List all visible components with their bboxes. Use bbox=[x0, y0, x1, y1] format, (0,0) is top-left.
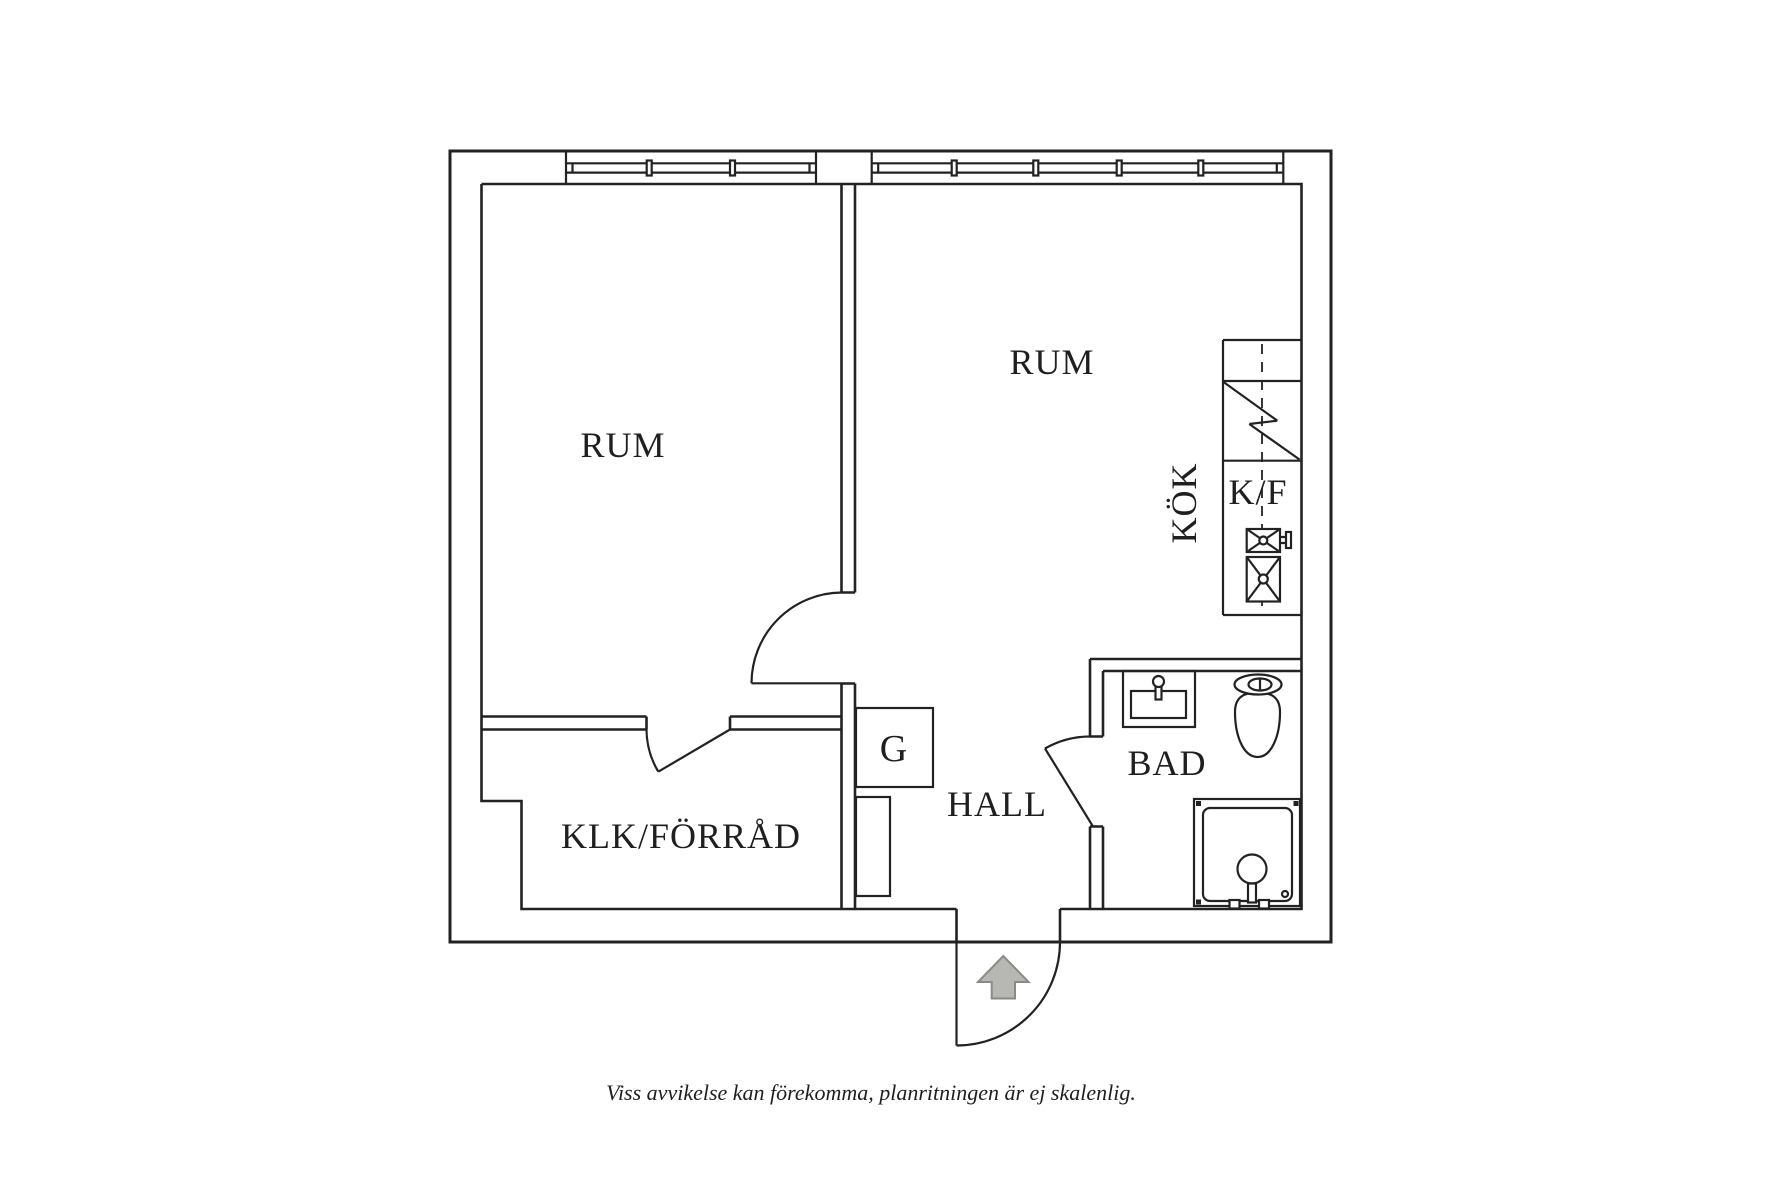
window-right-mullion-2 bbox=[1032, 159, 1040, 177]
storage-wall-lines bbox=[481, 715, 842, 731]
bathroom-fixtures bbox=[1121, 669, 1302, 910]
door-storage-leaf bbox=[657, 728, 731, 773]
window-right-mullion-4 bbox=[1197, 159, 1205, 177]
inner-wall-edges bbox=[480, 182, 1303, 911]
window-right-mullion-3 bbox=[1115, 159, 1123, 177]
label-fridge-freezer: K/F bbox=[1228, 472, 1287, 512]
door-between-rooms bbox=[750, 591, 842, 685]
outer-walls bbox=[448, 149, 1333, 944]
window-left-mullion-1 bbox=[645, 159, 653, 177]
hall-niche bbox=[854, 795, 892, 898]
window-right-end-frames bbox=[870, 151, 1285, 184]
shower-mixer bbox=[1236, 853, 1268, 885]
window-left-glazing bbox=[566, 162, 816, 174]
shower-tray-outer bbox=[1192, 797, 1302, 908]
entrance-jambs bbox=[955, 909, 1062, 942]
washbasin-tap bbox=[1151, 674, 1166, 689]
fridge-connector-cap bbox=[1284, 530, 1293, 550]
window-left-end-caps bbox=[571, 163, 811, 173]
window-left bbox=[564, 151, 818, 184]
room-labels: RUM RUM KÖK K/F BAD HALL G KLK/FÖRRÅD bbox=[561, 342, 1287, 856]
door-bathroom-leaf bbox=[1044, 747, 1094, 828]
shower-drain-dot bbox=[1280, 889, 1290, 899]
shower-handle-left bbox=[1228, 898, 1241, 910]
entrance-door bbox=[955, 909, 1062, 1047]
kitchen-counter bbox=[1221, 338, 1302, 617]
toilet-icon bbox=[1233, 673, 1283, 759]
window-left-end-frames bbox=[564, 151, 818, 184]
washbasin-counter bbox=[1121, 669, 1197, 729]
shower-icon bbox=[1192, 797, 1302, 910]
shower-corner-dot-3 bbox=[1196, 899, 1201, 905]
storage-top-wall bbox=[481, 715, 842, 731]
window-right-mullion-1 bbox=[950, 159, 958, 177]
door-bathroom bbox=[1044, 735, 1094, 828]
toilet-bowl bbox=[1233, 691, 1282, 759]
divider-wall-upper bbox=[840, 184, 857, 594]
wardrobe-box bbox=[854, 706, 935, 789]
window-left-mullion-2 bbox=[728, 159, 737, 177]
window-right bbox=[870, 151, 1285, 184]
door-storage-swing-arc bbox=[645, 729, 660, 773]
outer-wall-outline bbox=[448, 149, 1333, 944]
label-wardrobe: G bbox=[880, 728, 908, 770]
window-right-end-caps bbox=[877, 163, 1278, 173]
window-right-glazing bbox=[871, 162, 1284, 174]
wardrobe-outline bbox=[854, 706, 935, 789]
entrance-door-swing-arc bbox=[956, 941, 1062, 1047]
tall-cabinet-symbol bbox=[1222, 381, 1301, 461]
shower-corner-dot-1 bbox=[1196, 801, 1201, 806]
label-kitchen: KÖK bbox=[1164, 463, 1204, 544]
divider-wall-lower bbox=[840, 682, 857, 909]
fridge-symbol bbox=[1245, 527, 1293, 554]
bathroom-walls bbox=[1088, 657, 1302, 909]
disclaimer-caption: Viss avvikelse kan förekomma, planritnin… bbox=[606, 1080, 1136, 1105]
door-bathroom-swing-arc bbox=[1044, 735, 1092, 750]
door-storage bbox=[645, 728, 731, 773]
label-room-left: RUM bbox=[580, 425, 665, 465]
door-between-rooms-swing-arc bbox=[750, 591, 842, 684]
shower-mixer-stem bbox=[1246, 882, 1258, 904]
label-room-right: RUM bbox=[1009, 342, 1094, 382]
fridge-center-dot bbox=[1258, 535, 1269, 546]
entrance-arrow-icon bbox=[975, 954, 1031, 1000]
label-storage: KLK/FÖRRÅD bbox=[561, 816, 801, 856]
freezer-center-dot bbox=[1257, 573, 1269, 585]
label-hall: HALL bbox=[947, 784, 1047, 824]
toilet-tank bbox=[1233, 673, 1283, 696]
bathroom-wall-lines bbox=[1088, 657, 1302, 909]
washbasin-icon bbox=[1121, 669, 1197, 729]
label-bathroom: BAD bbox=[1127, 743, 1206, 783]
divider-wall bbox=[840, 184, 857, 909]
freezer-symbol bbox=[1245, 555, 1282, 603]
shower-corner-dot-2 bbox=[1293, 801, 1299, 806]
shower-handle-right bbox=[1257, 898, 1271, 910]
